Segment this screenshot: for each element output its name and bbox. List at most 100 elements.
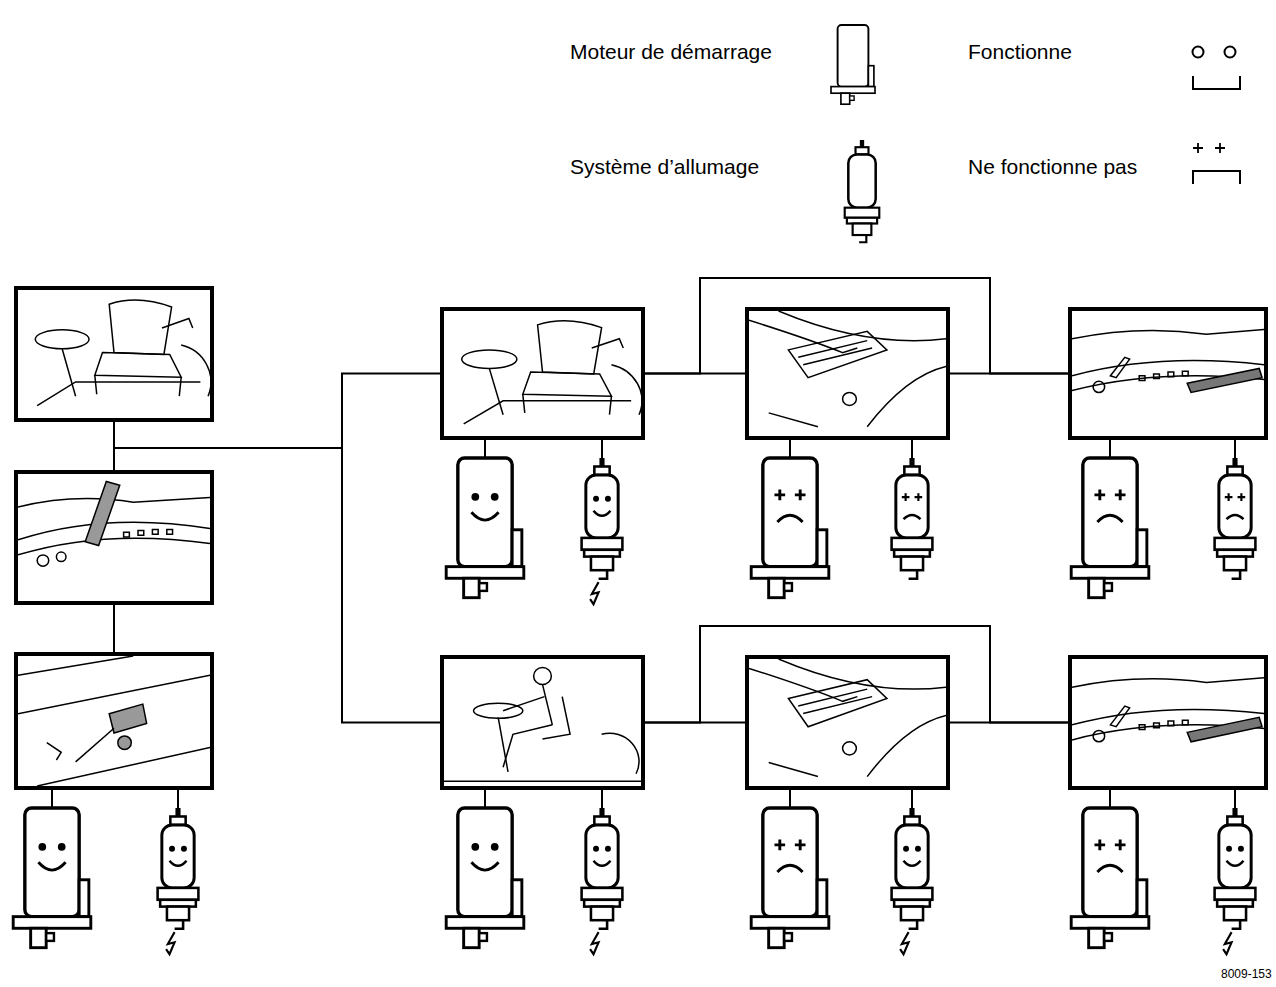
connector-line xyxy=(113,605,115,652)
sketch-line xyxy=(85,482,120,546)
plug-nut xyxy=(845,208,880,218)
spark-bolt xyxy=(1223,932,1232,954)
starter-tab xyxy=(79,880,89,917)
sketch-line xyxy=(749,668,857,701)
cross-eyes xyxy=(1225,493,1245,501)
text-area xyxy=(444,659,641,786)
cross-eyes xyxy=(774,840,805,851)
legend-text: Système d’allumage xyxy=(570,155,759,179)
plug-thread xyxy=(1224,557,1246,571)
sketch-line xyxy=(592,339,624,348)
spark-plug-icon xyxy=(1215,808,1256,954)
starter-tab xyxy=(512,530,522,567)
sketch-line xyxy=(162,318,193,327)
starter-tab xyxy=(512,880,522,917)
sketch-line xyxy=(867,715,946,776)
starter-pinion xyxy=(479,583,487,591)
sketch-line xyxy=(35,330,89,349)
starter-motor-icon xyxy=(1071,808,1149,948)
sketch-line xyxy=(843,392,857,405)
sketch-line xyxy=(1093,381,1105,392)
sketch-line xyxy=(779,311,946,341)
smile-mouth xyxy=(471,512,498,520)
plug-thread xyxy=(167,907,189,921)
eye xyxy=(605,846,611,852)
sketch-line xyxy=(1139,720,1188,729)
eye xyxy=(593,496,599,502)
legend-text: Ne fonctionne pas xyxy=(968,155,1137,179)
machine-sketch xyxy=(749,311,946,436)
picture-box xyxy=(1068,655,1268,790)
machine-sketch xyxy=(749,659,946,786)
starter-tab xyxy=(817,880,827,917)
connector-line xyxy=(645,278,1068,374)
text-area xyxy=(749,659,946,786)
sketch-line xyxy=(56,552,66,561)
sketch-line xyxy=(1187,368,1262,392)
plug-electrode xyxy=(1232,920,1241,929)
machine-sketch xyxy=(1072,311,1264,436)
icon-hanger xyxy=(789,790,791,808)
icon-hanger xyxy=(911,440,913,458)
eye xyxy=(471,493,479,501)
starter-flange xyxy=(831,87,875,94)
starter-motor-icon xyxy=(751,458,829,598)
starter-tab xyxy=(1137,880,1147,917)
sketch-line xyxy=(37,382,200,406)
legend-works-symbol xyxy=(1193,47,1241,90)
icon-hanger xyxy=(484,440,486,458)
spark-bolt xyxy=(590,582,599,604)
frown-mouth xyxy=(904,515,921,519)
sketch-line xyxy=(95,375,181,396)
icon-hanger xyxy=(51,790,53,808)
connector-line xyxy=(113,422,115,470)
text-area xyxy=(18,290,210,418)
text-area xyxy=(444,311,641,436)
eye xyxy=(1226,846,1232,852)
starter-body xyxy=(838,25,869,87)
machine-sketch xyxy=(18,474,210,601)
plug-thread xyxy=(853,224,872,236)
frown-mouth xyxy=(777,515,802,522)
starter-tab xyxy=(817,530,827,567)
starter-pinion xyxy=(1104,583,1112,591)
sketch-line xyxy=(798,341,872,365)
sketch-line xyxy=(47,743,61,760)
plug-nut xyxy=(892,538,933,550)
sketch-line xyxy=(523,372,612,396)
starter-shaft xyxy=(464,928,480,947)
text-area xyxy=(749,311,946,436)
sketch-line xyxy=(444,781,641,783)
starter-motor-icon xyxy=(446,808,524,948)
starter-shaft xyxy=(769,928,785,947)
starter-flange xyxy=(1071,917,1149,929)
spark-plug-icon xyxy=(582,808,623,954)
starter-body xyxy=(1083,808,1137,917)
legend-text: Fonctionne xyxy=(968,40,1072,64)
starter-pinion xyxy=(784,933,792,941)
plug-electrode xyxy=(909,570,918,579)
smile-mouth xyxy=(471,862,498,870)
eye xyxy=(915,846,921,852)
icon-hanger xyxy=(789,440,791,458)
icon-hanger xyxy=(1234,440,1236,458)
picture-box xyxy=(14,286,214,422)
starter-shaft xyxy=(769,578,785,597)
sketch-line xyxy=(498,717,508,772)
legend-text: Moteur de démarrage xyxy=(570,40,772,64)
starter-flange xyxy=(446,567,524,579)
picture-box xyxy=(745,307,950,440)
machine-sketch xyxy=(444,659,641,786)
sketch-line xyxy=(462,350,517,369)
sketch-line xyxy=(95,353,181,378)
plug-electrode xyxy=(599,920,608,929)
sketch-line xyxy=(18,522,210,540)
sketch-line xyxy=(798,689,872,713)
sketch-line xyxy=(1187,717,1262,741)
starter-motor-icon xyxy=(446,458,524,598)
eye xyxy=(58,843,66,851)
frown-mouth xyxy=(1097,865,1122,872)
plug-electrode xyxy=(909,920,918,929)
machine-sketch xyxy=(18,656,210,786)
